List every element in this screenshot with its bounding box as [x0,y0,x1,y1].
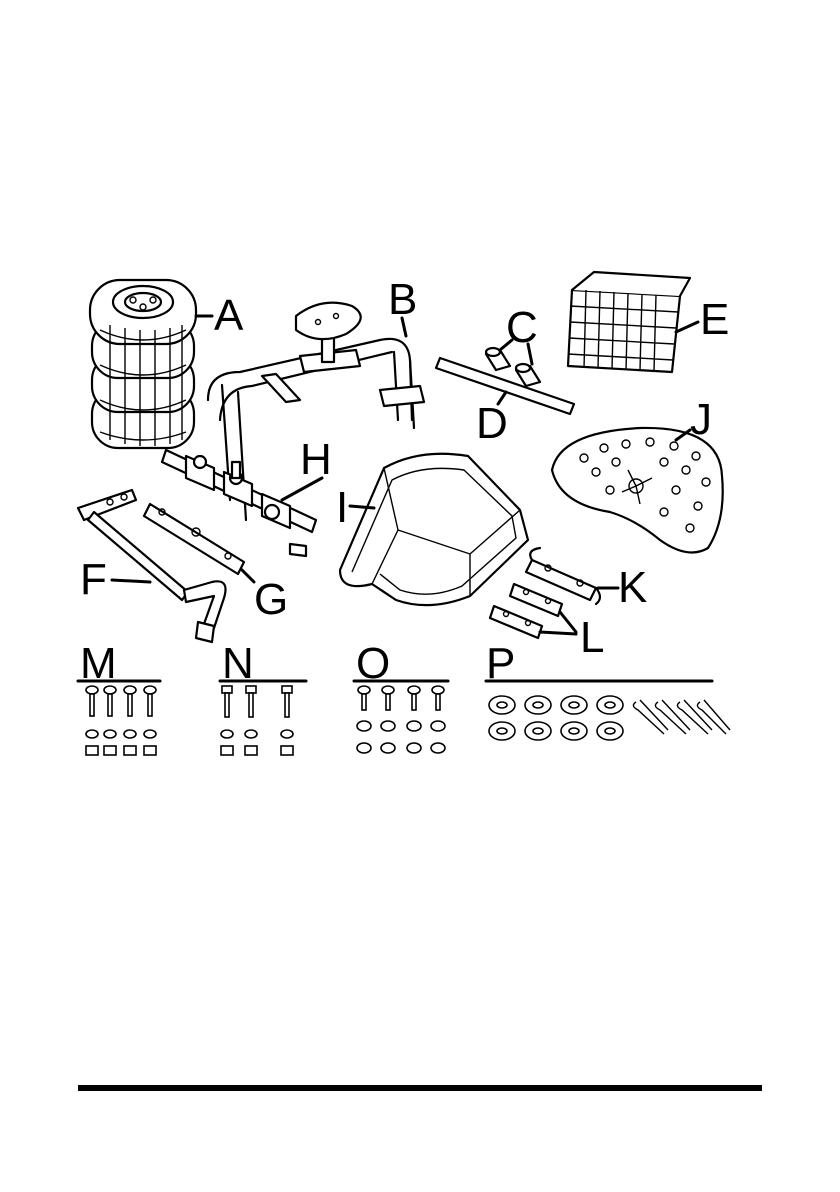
label-j: J [690,395,712,444]
label-d: D [476,399,508,448]
label-g: G [254,575,288,624]
leader-i [350,506,374,508]
leader-f [112,580,150,582]
label-l: L [580,613,604,662]
label-f: F [80,555,107,604]
leader-e [676,322,698,332]
hardware-p [489,696,730,740]
label-b: B [388,275,417,324]
leader-l1 [560,612,576,632]
leader-l2 [540,632,576,634]
part-i-seat-frame [340,454,528,605]
label-a: A [214,291,244,340]
hardware-o [357,686,445,753]
part-l-plates [490,584,562,638]
leader-g [242,570,254,582]
hardware-n [221,686,293,755]
part-a-tires [90,280,196,448]
label-e: E [700,295,729,344]
part-j-seat [552,428,723,553]
part-g-bar [144,504,244,574]
label-h: H [300,435,332,484]
hardware-m [86,686,156,755]
label-k: K [618,563,647,612]
part-e-basket [568,272,690,372]
footer-rule [78,1085,762,1091]
label-i: I [336,483,348,532]
label-c: C [506,303,538,352]
